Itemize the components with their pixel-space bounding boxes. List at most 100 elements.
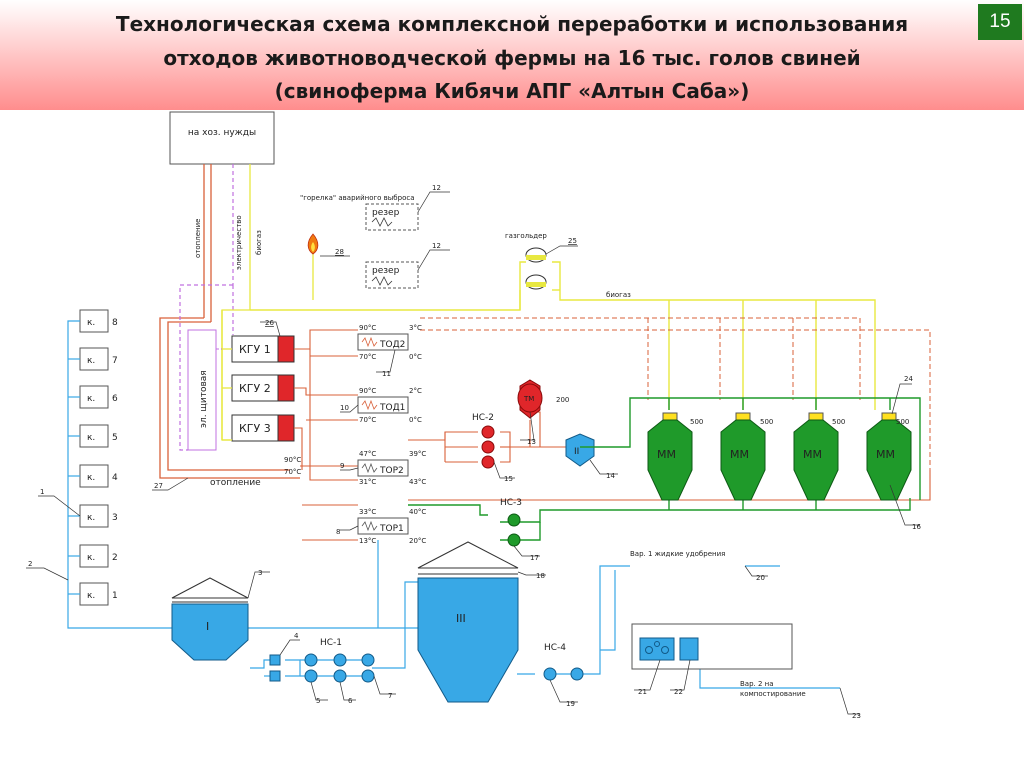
callout-22: 22 — [674, 688, 683, 696]
separator-icon — [639, 637, 675, 661]
biogas-horizontal-label: биогаз — [606, 291, 631, 299]
digester-mm-1 — [647, 412, 693, 501]
tank-3-label: III — [456, 612, 466, 625]
callout-27: 27 — [154, 482, 163, 490]
reserve-2-label: резер — [372, 266, 400, 276]
heating-supply-lines — [159, 164, 300, 479]
temp-90-a: 90°С — [359, 324, 376, 332]
pump-station-3-icons — [507, 513, 521, 547]
tm-volume: 200 — [556, 396, 569, 404]
digester-mm-2 — [720, 412, 766, 501]
digester-circulation-lines — [408, 397, 921, 541]
collection-point-1-label: к. — [87, 591, 95, 601]
emergency-flare-label: "горелка" аварийного выброса — [300, 194, 415, 202]
heating-horizontal-label: отопление — [210, 478, 261, 488]
digester-mm-1-volume: 500 — [690, 418, 703, 426]
collection-point-6-number: 6 — [112, 394, 118, 404]
kgu-1-label: КГУ 1 — [239, 343, 271, 356]
collection-point-2-number: 2 — [112, 553, 118, 563]
pump-station-2-icons — [481, 425, 495, 469]
callout-1: 1 — [40, 488, 44, 496]
callout-24: 24 — [904, 375, 913, 383]
variant-2-label-b: компостирование — [740, 690, 806, 698]
collection-point-5-number: 5 — [112, 433, 118, 443]
tod-2-label: ТОД2 — [379, 340, 405, 350]
callout-15: 15 — [504, 475, 513, 483]
collection-point-8-number: 8 — [112, 318, 118, 328]
gasholder-label: газгольдер — [505, 232, 547, 240]
callout-20: 20 — [756, 574, 765, 582]
collection-point-4-label: к. — [87, 473, 95, 483]
callout-7: 7 — [388, 692, 392, 700]
temp-47: 47°С — [359, 450, 376, 458]
digester-mm-1-label: ММ — [657, 448, 676, 461]
callout-10: 10 — [340, 404, 349, 412]
digester-mm-3-volume: 500 — [832, 418, 845, 426]
slide-number-badge: 15 — [978, 4, 1022, 40]
temp-70-c: 70°С — [284, 468, 301, 476]
temp-13: 13°С — [359, 537, 376, 545]
temp-43: 43°С — [409, 478, 426, 486]
callout-11: 11 — [382, 370, 391, 378]
callout-8: 8 — [336, 528, 340, 536]
collection-point-1-number: 1 — [112, 591, 118, 601]
callout-14: 14 — [606, 472, 615, 480]
callout-3: 3 — [258, 569, 262, 577]
dryer-icon — [679, 637, 699, 661]
digester-mm-4-volume: 500 — [896, 418, 909, 426]
collection-point-7-number: 7 — [112, 356, 118, 366]
tor-1-label: ТОР1 — [379, 524, 404, 534]
callout-9: 9 — [340, 462, 344, 470]
vessel-2-label: II — [574, 447, 579, 457]
biogas-header-lines — [221, 261, 876, 440]
callout-16: 16 — [912, 523, 921, 531]
tor-2-label: ТОР2 — [379, 466, 404, 476]
callout-18: 18 — [536, 572, 545, 580]
callout-17: 17 — [530, 554, 539, 562]
pump-station-3-label: НС-3 — [500, 498, 522, 508]
callout-28: 28 — [335, 248, 344, 256]
heating-vertical-label: отопление — [194, 219, 202, 258]
temp-0-a: 0°С — [409, 353, 422, 361]
slide-title-line-1: Технологическая схема комплексной перера… — [115, 12, 909, 36]
temp-20: 20°С — [409, 537, 426, 545]
temp-2-b: 2°С — [409, 387, 422, 395]
slide-header: Технологическая схема комплексной перера… — [0, 0, 1024, 110]
callout-6: 6 — [348, 697, 353, 705]
reserve-unit-2 — [365, 261, 419, 289]
temp-33: 33°С — [359, 508, 376, 516]
temp-0-b: 0°С — [409, 416, 422, 424]
heat-return-dashed — [420, 317, 931, 470]
callout-26: 26 — [265, 319, 274, 327]
callout-13: 13 — [527, 438, 536, 446]
electricity-vertical-label: электричество — [235, 215, 243, 270]
kgu-3-label: КГУ 3 — [239, 422, 271, 435]
variant-2-label-a: Вар. 2 на — [740, 680, 774, 688]
callout-5: 5 — [316, 697, 320, 705]
callout-12-a: 12 — [432, 184, 441, 192]
temp-39: 39°С — [409, 450, 426, 458]
temp-3-a: 3°С — [409, 324, 422, 332]
tod-2-exchanger — [357, 333, 409, 351]
pump-station-1-icons — [269, 653, 375, 683]
biogas-vertical-label: биогаз — [255, 230, 263, 255]
variant-1-label: Вар. 1 жидкие удобрения — [630, 550, 725, 558]
tank-1-label: I — [206, 620, 209, 633]
pump-station-1-label: НС-1 — [320, 638, 342, 648]
collection-points — [79, 309, 109, 606]
callout-25: 25 — [568, 237, 577, 245]
callout-21: 21 — [638, 688, 647, 696]
tm-label: ТМ — [523, 395, 534, 403]
reserve-1-label: резер — [372, 208, 400, 218]
vessel-2 — [565, 433, 595, 467]
callout-4: 4 — [294, 632, 299, 640]
collection-point-3-label: к. — [87, 513, 95, 523]
callout-19: 19 — [566, 700, 575, 708]
digester-mm-4 — [866, 412, 912, 501]
temp-40: 40°С — [409, 508, 426, 516]
hot-water-lines — [294, 329, 358, 541]
electrical-panel — [187, 329, 217, 451]
slide-title-line-2: отходов животноводческой фермы на 16 тыс… — [163, 46, 861, 70]
collection-point-5-label: к. — [87, 433, 95, 443]
pump-station-4-label: НС-4 — [544, 643, 566, 653]
